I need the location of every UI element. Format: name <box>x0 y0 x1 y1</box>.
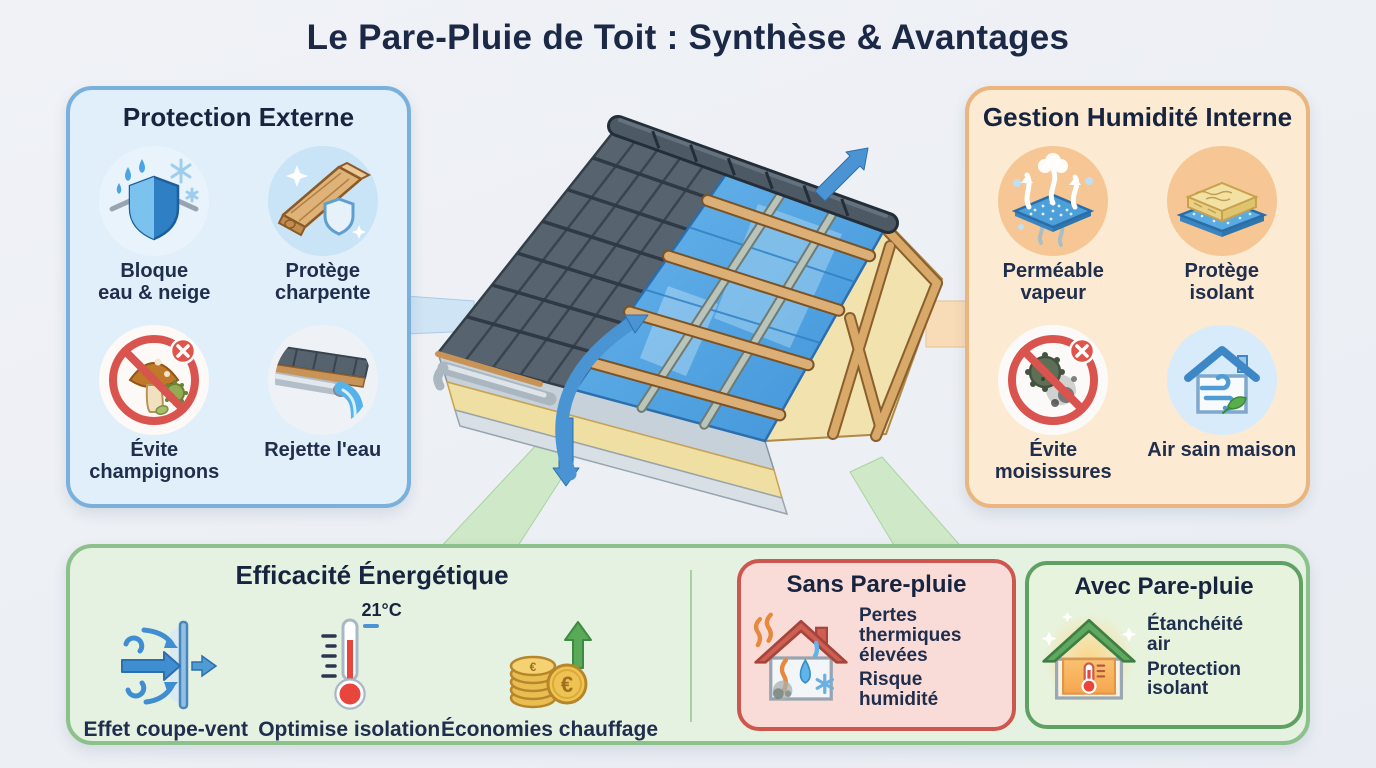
benefit-item: Bloque eau & neige <box>98 140 210 304</box>
airflow-arrows <box>552 147 869 487</box>
benefit-label: Effet coupe-vent <box>83 718 248 741</box>
panel-protection-externe: Protection Externe <box>66 86 411 508</box>
benefit-grid: Bloque eau & neige Pr <box>70 140 407 498</box>
panel-title: Protection Externe <box>122 102 355 132</box>
no-mushroom-icon <box>99 325 210 435</box>
comparison-body: Étanchéité air Protection isolant <box>1029 603 1299 711</box>
panel-efficacite-energetique: Efficacité Énergétique <box>66 544 1310 745</box>
panel-gestion-humidite: Gestion Humidité Interne <box>965 86 1310 508</box>
section-divider <box>690 570 692 722</box>
cold-damp-house-icon <box>747 604 855 712</box>
cold-damp-house-svg <box>753 612 848 701</box>
vapor-membrane-icon <box>998 146 1109 256</box>
gutter-water-icon <box>267 325 378 435</box>
roof-cutaway-illustration <box>433 115 944 516</box>
benefit-label: Perméable vapeur <box>1002 260 1104 304</box>
energy-benefit-row: Effet coupe-vent <box>74 592 658 742</box>
thermometer-icon <box>299 610 399 714</box>
shield-rain-snow-svg <box>109 158 199 241</box>
healthy-house-svg <box>1183 346 1260 414</box>
comparison-points: Étanchéité air Protection isolant <box>1147 610 1243 704</box>
benefit-grid: Perméable vapeur <box>969 140 1306 498</box>
comparison-points: Pertes thermiques élevées Risque humidit… <box>859 601 961 715</box>
comparison-point: Étanchéité air <box>1147 614 1244 655</box>
benefit-label: Bloque eau & neige <box>98 260 211 304</box>
wind-barrier-svg <box>120 620 218 710</box>
infographic-title: Le Pare-Pluie de Toit : Synthèse & Avant… <box>306 18 1070 57</box>
benefit-item: Évite champignons <box>89 319 219 483</box>
ridge-caps <box>607 115 899 234</box>
gutter-water-svg <box>274 344 370 428</box>
euro-coins-icon: € € <box>499 610 599 714</box>
warm-house-svg <box>1041 611 1137 705</box>
benefit-label: Économies chauffage <box>440 718 658 741</box>
benefit-label: Air sain maison <box>1147 439 1297 461</box>
no-mold-svg <box>1008 335 1099 425</box>
benefit-item: Perméable vapeur <box>998 140 1109 304</box>
comparison-body: Pertes thermiques élevées Risque humidit… <box>741 601 1012 715</box>
arrow-up-right <box>814 147 869 202</box>
arrow-curved-head <box>624 314 649 334</box>
euro-symbol: € <box>561 672 573 697</box>
panel-title: Efficacité Énergétique <box>235 560 509 590</box>
vapor-membrane-svg <box>1012 153 1095 247</box>
wood-beam-shield-icon <box>267 146 378 256</box>
wood-battens <box>587 194 877 422</box>
benefit-item: Évite moisissures <box>995 319 1112 483</box>
benefit-item: Protège isolant <box>1166 140 1277 304</box>
temperature-dash <box>363 624 380 628</box>
wood-beam-shield-svg <box>277 161 371 239</box>
comparison-point: Protection isolant <box>1147 658 1241 700</box>
benefit-label: Rejette l'eau <box>264 439 382 461</box>
comparison-box-sans: Sans Pare-pluie <box>737 559 1016 731</box>
insulation-membrane-svg <box>1176 181 1268 237</box>
benefit-label: Protège charpente <box>274 260 371 304</box>
no-mold-icon <box>998 325 1109 435</box>
comparison-box-avec: Avec Pare-pluie <box>1025 561 1303 729</box>
benefit-label: Évite champignons <box>89 439 220 483</box>
benefit-item: 21°C Optimise isolation <box>257 592 440 742</box>
comparison-point: Risque humidité <box>859 669 939 710</box>
comparison-point: Pertes thermiques élevées <box>859 605 962 666</box>
shield-rain-snow-icon <box>99 146 210 256</box>
benefit-item: € € Économies chauffage <box>441 592 658 742</box>
benefit-item: Protège charpente <box>267 140 378 304</box>
benefit-label: Protège isolant <box>1184 260 1259 304</box>
benefit-item: Effet coupe-vent <box>74 592 257 742</box>
benefit-item: Rejette l'eau <box>264 319 381 462</box>
wind-barrier-icon <box>114 610 218 714</box>
comparison-title: Avec Pare-pluie <box>1074 573 1254 600</box>
benefit-label: Évite moisissures <box>994 439 1112 483</box>
temperature-badge: 21°C <box>361 600 402 620</box>
thermometer-svg <box>321 618 366 710</box>
insulation-membrane-icon <box>1166 146 1277 256</box>
no-mushroom-svg <box>109 335 200 425</box>
gutter <box>433 351 557 406</box>
ceiling-board <box>453 408 789 516</box>
timber-truss <box>763 221 944 443</box>
benefit-label: Optimise isolation <box>258 718 441 741</box>
euro-coins-svg: € € <box>510 621 593 709</box>
healthy-house-icon <box>1166 325 1277 435</box>
benefit-item: Air sain maison <box>1147 319 1296 462</box>
warm-house-icon <box>1035 603 1143 711</box>
comparison-title: Sans Pare-pluie <box>786 571 967 598</box>
euro-symbol: € <box>530 660 537 674</box>
arrow-curved <box>555 317 637 481</box>
panel-title: Gestion Humidité Interne <box>982 102 1293 132</box>
